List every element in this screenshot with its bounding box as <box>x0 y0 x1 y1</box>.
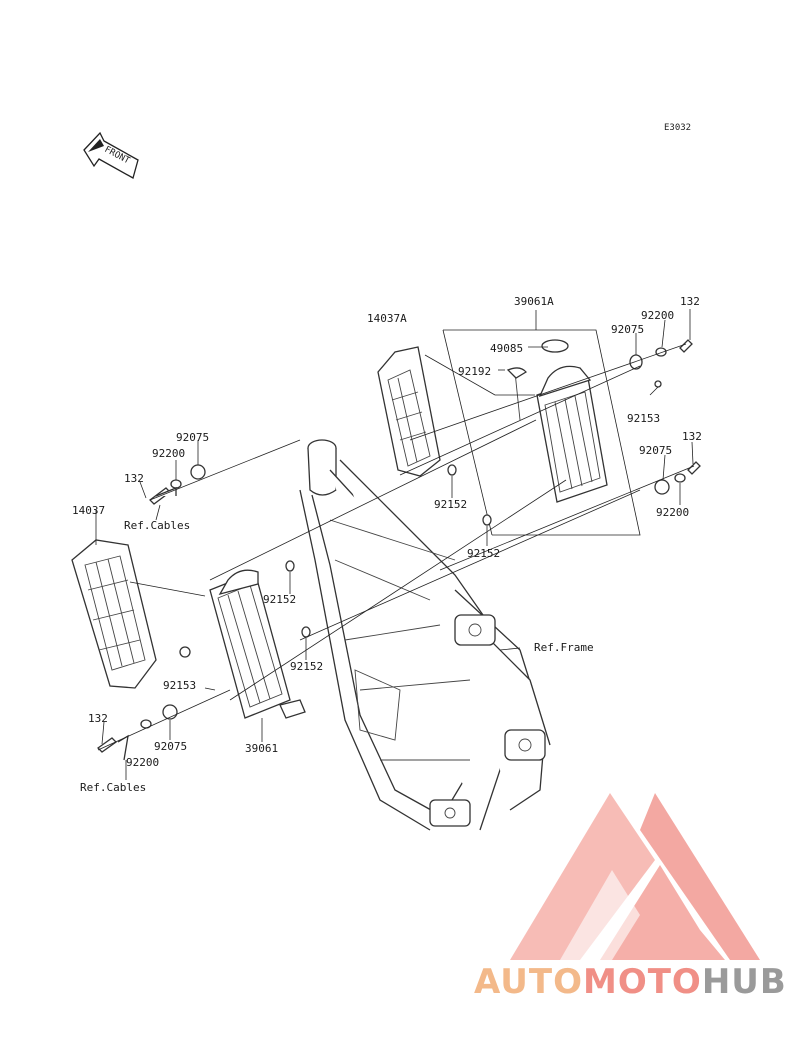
callout-labels: 39061A 14037A 49085 92192 92075 92200 13… <box>72 295 702 794</box>
hardware <box>96 339 701 761</box>
callout-92153-left: 92153 <box>163 679 196 692</box>
callout-92192: 92192 <box>458 365 491 378</box>
watermark-moto: MOTO <box>582 962 702 1002</box>
callout-92075-left: 92075 <box>176 431 209 444</box>
callout-14037a: 14037A <box>367 312 407 325</box>
ref-cables-top: Ref.Cables <box>124 519 190 532</box>
callout-132-left: 132 <box>124 472 144 485</box>
callout-39061a: 39061A <box>514 295 554 308</box>
watermark-logo <box>510 793 760 960</box>
callout-92075-bottom: 92075 <box>154 740 187 753</box>
watermark-hub: HUB <box>701 962 787 1002</box>
callout-92200-top: 92200 <box>641 309 674 322</box>
callout-92075-right: 92075 <box>639 444 672 457</box>
leader-lines <box>95 309 695 780</box>
diagram-code: E3032 <box>664 123 691 133</box>
ref-cables-bottom: Ref.Cables <box>80 781 146 794</box>
callout-49085: 49085 <box>490 342 523 355</box>
callout-92200-right: 92200 <box>656 506 689 519</box>
callout-14037: 14037 <box>72 504 105 517</box>
callout-92075-top: 92075 <box>611 323 644 336</box>
left-shroud <box>71 539 157 689</box>
right-shroud <box>377 346 441 477</box>
callout-92200-left: 92200 <box>152 447 185 460</box>
front-arrow-icon: FRONT <box>83 131 139 179</box>
callout-92200-bottom: 92200 <box>126 756 159 769</box>
watermark-auto: AUTO <box>474 962 583 1002</box>
right-radiator <box>506 339 608 503</box>
ref-frame: Ref.Frame <box>534 641 594 654</box>
callout-132-top: 132 <box>680 295 700 308</box>
right-radiator-bracket <box>442 310 641 536</box>
callout-92152-left2: 92152 <box>290 660 323 673</box>
watermark-wordmark: AUTOMOTOHUB <box>474 962 794 1002</box>
callout-132-right: 132 <box>682 430 702 443</box>
callout-39061: 39061 <box>245 742 278 755</box>
callout-92152-left1: 92152 <box>263 593 296 606</box>
callout-92152-center1: 92152 <box>434 498 467 511</box>
callout-92153-right: 92153 <box>627 412 660 425</box>
callout-132-bottom: 132 <box>88 712 108 725</box>
callout-92152-center2: 92152 <box>467 547 500 560</box>
left-radiator <box>179 569 306 719</box>
motorcycle-frame <box>299 439 551 831</box>
